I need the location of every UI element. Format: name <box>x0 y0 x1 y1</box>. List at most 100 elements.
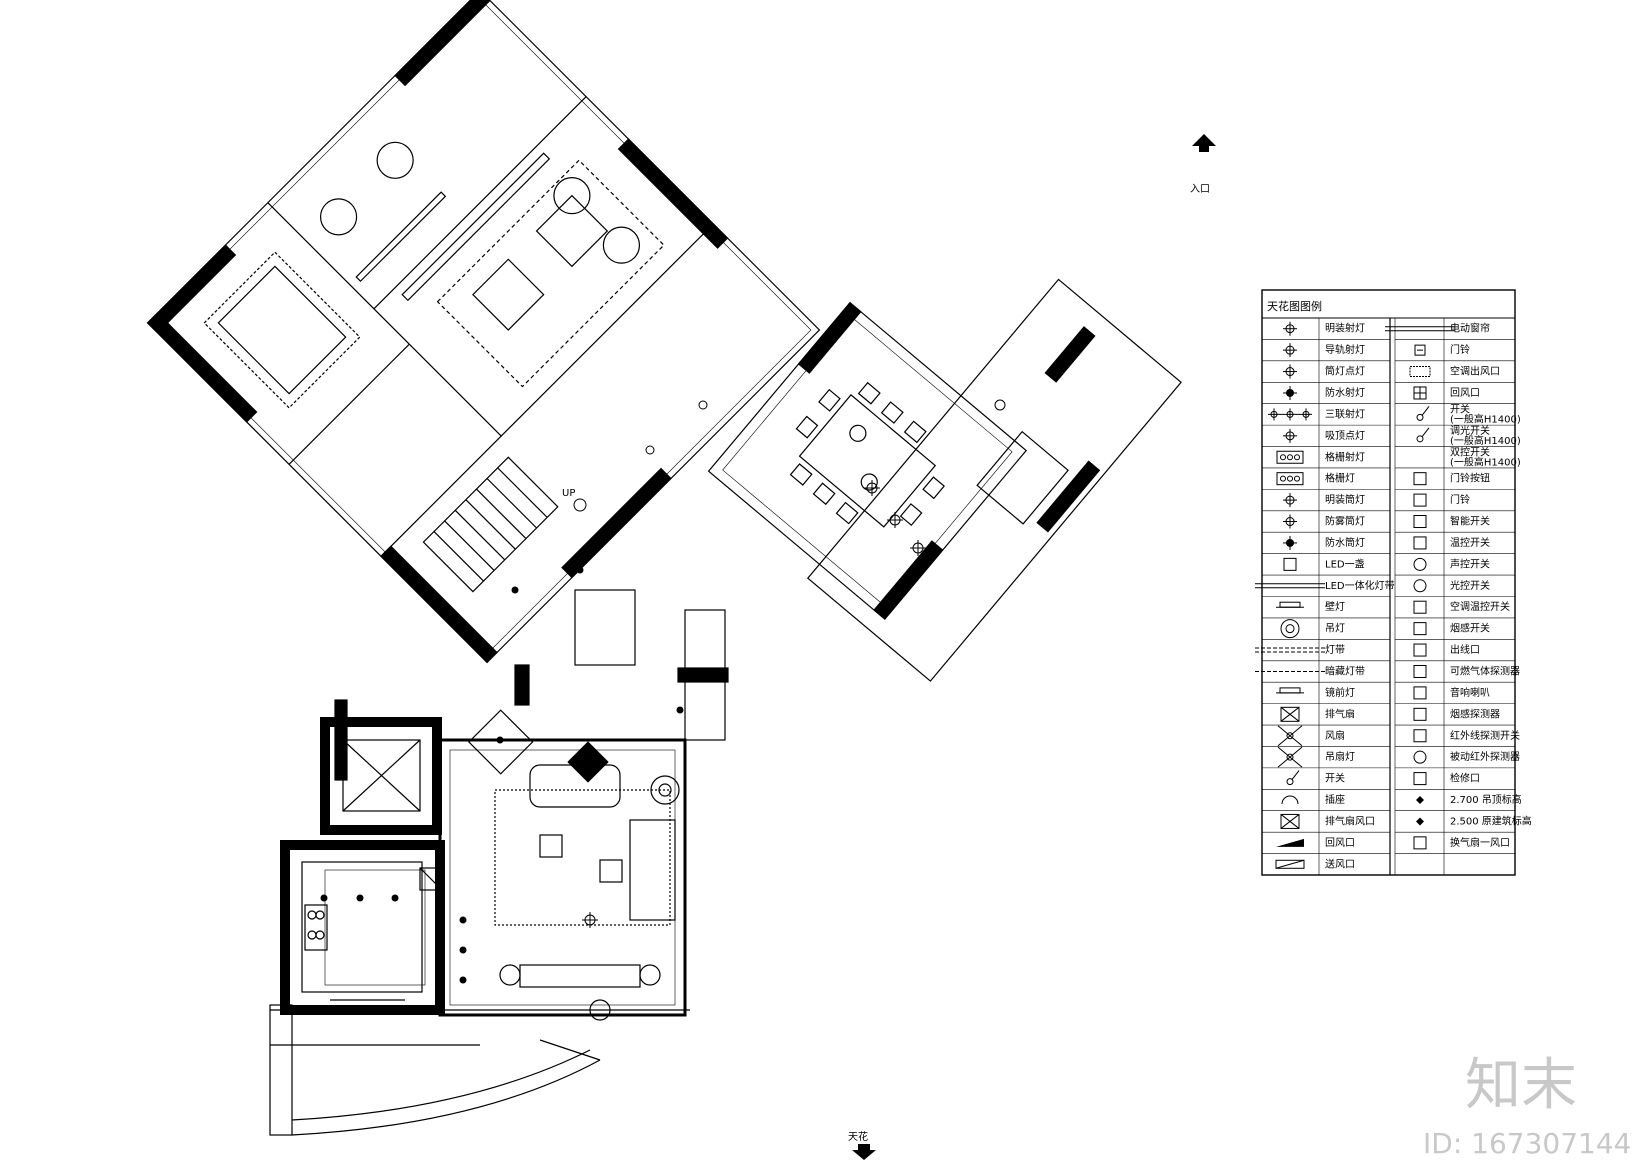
box-g-icon <box>1413 664 1427 678</box>
wall-segment <box>617 138 729 249</box>
watermark-id: ID: 167307144 <box>1423 1127 1631 1160</box>
legend-label: 音响喇叭 <box>1450 686 1490 699</box>
legend-label: 烟感探测器 <box>1450 707 1500 720</box>
legend-row-left-0: 明装射灯 <box>1262 318 1390 340</box>
wall-segment <box>677 667 729 683</box>
level-1-icon <box>1416 796 1424 805</box>
legend-label: 双控开关(一般高H1400) <box>1450 445 1521 468</box>
spot-light-icon <box>1283 514 1297 529</box>
legend-label: 调光开关(一般高H1400) <box>1450 424 1521 447</box>
legend-label: 回风口 <box>1325 837 1355 849</box>
north-arrow-label: 入口 <box>1190 184 1210 195</box>
legend-label: 插座 <box>1325 793 1345 806</box>
spot-light-icon <box>1283 321 1297 336</box>
legend-row-right-9: 智能开关 <box>1395 510 1515 533</box>
dining-table <box>798 394 937 528</box>
south-arrow-label: 天花 <box>848 1130 868 1143</box>
legend-row-left-9: 防雾筒灯 <box>1262 510 1390 533</box>
watermark-logo: 知末 <box>1465 1053 1577 1118</box>
legend-row-left-21: 开关 <box>1262 767 1390 790</box>
legend-label: 出线口 <box>1450 643 1480 656</box>
legend-table: 天花图图例 明装射灯导轨射灯筒灯点灯防水射灯三联射灯吸顶点灯格栅射灯格栅灯明装筒… <box>1255 289 1532 876</box>
box-down-icon <box>1413 772 1427 786</box>
legend-row-right-15: 出线口 <box>1395 639 1515 662</box>
south-arrow: 天花 <box>848 1130 876 1160</box>
stair-up-label: UP <box>562 488 575 499</box>
circle-ir-icon <box>1413 750 1427 764</box>
legend-label: 光控开关 <box>1450 579 1490 592</box>
legend-label: 吊扇灯 <box>1325 750 1355 763</box>
wall-segment <box>146 312 258 423</box>
south-block <box>269 589 729 1136</box>
dining-chairs <box>789 381 945 527</box>
legend-row-right-24: 换气扇一风口 <box>1395 832 1515 854</box>
wall-lamp-icon <box>1276 601 1304 608</box>
legend-label: LED一体化灯带 <box>1325 579 1395 592</box>
box-circle-icon <box>1413 622 1427 636</box>
switch-1-icon <box>1416 406 1430 421</box>
legend-label: 防雾筒灯 <box>1325 515 1365 528</box>
wall-segment <box>380 545 498 664</box>
legend-label: 壁灯 <box>1325 600 1345 613</box>
legend-row-right-23: 2.500 原建筑标高 <box>1395 810 1532 833</box>
legend-row-left-20: 吊扇灯 <box>1262 746 1390 769</box>
legend-row-left-3: 防水射灯 <box>1262 382 1390 404</box>
legend-label: 烟感开关 <box>1450 622 1490 635</box>
wall-segment <box>334 699 348 781</box>
legend-label: 声控开关 <box>1450 557 1490 570</box>
curved-balcony <box>291 1059 601 1136</box>
legend-row-right-25 <box>1395 853 1515 876</box>
legend-label: 导轨射灯 <box>1325 343 1365 356</box>
living-room-walls <box>438 738 687 1017</box>
legend-label: 筒灯点灯 <box>1325 365 1365 378</box>
legend-row-right-17: 音响喇叭 <box>1395 682 1515 704</box>
grid-box-icon <box>1413 386 1427 400</box>
legend-row-right-10: 温控开关 <box>1395 532 1515 554</box>
legend-row-left-23: 排气扇风口 <box>1262 810 1390 833</box>
legend-row-left-22: 插座 <box>1262 789 1390 812</box>
legend-row-right-12: 光控开关 <box>1395 575 1515 597</box>
legend-label: 镜前灯 <box>1325 686 1355 699</box>
box-sp-icon <box>1413 686 1427 700</box>
legend-label: 2.500 原建筑标高 <box>1450 814 1532 827</box>
dash-double-icon <box>1255 647 1325 653</box>
box-l-icon <box>1413 643 1427 657</box>
dining-room <box>707 301 1028 620</box>
sofa <box>529 764 621 808</box>
legend-label: 电动窗帘 <box>1450 322 1490 335</box>
legend-row-right-0: 电动窗帘 <box>1385 318 1515 340</box>
legend-row-left-13: 壁灯 <box>1262 596 1390 619</box>
legend-label: 灯带 <box>1325 644 1345 656</box>
legend-label: 排气扇 <box>1325 707 1355 720</box>
staircase <box>422 456 559 593</box>
legend-row-right-6: 双控开关(一般高H1400) <box>1395 445 1521 469</box>
up-arrow-icon <box>1192 134 1216 152</box>
legend-row-left-19: 风扇 <box>1262 725 1390 747</box>
legend-label: 空调温控开关 <box>1450 600 1510 613</box>
legend-label: 门铃按钮 <box>1450 472 1490 485</box>
spot-light-icon <box>1283 428 1297 443</box>
legend-label: 送风口 <box>1325 857 1355 870</box>
area-rug <box>494 789 671 926</box>
wedge-icon <box>1276 838 1304 847</box>
spot-light-icon <box>1283 343 1297 358</box>
curtain-icon <box>1385 326 1455 332</box>
socket-r-icon <box>1281 795 1299 805</box>
legend-label: 防水射灯 <box>1325 386 1365 399</box>
legend-label: 2.700 吊顶标高 <box>1450 793 1522 806</box>
legend-label: 明装筒灯 <box>1325 493 1365 506</box>
legend-row-right-2: 空调出风口 <box>1395 360 1515 383</box>
level-2-icon <box>1416 817 1424 826</box>
north-arrow: 入口 <box>1190 134 1216 195</box>
legend-label: 红外线探测开关 <box>1450 729 1520 742</box>
legend-row-left-24: 回风口 <box>1262 832 1390 854</box>
legend-row-right-3: 回风口 <box>1395 382 1515 404</box>
legend-row-left-7: 格栅灯 <box>1262 467 1390 490</box>
wedge-outline-icon <box>1275 859 1305 869</box>
box-ws-icon <box>1413 600 1427 614</box>
legend-label: 开关 <box>1325 772 1345 785</box>
legend-row-left-6: 格栅射灯 <box>1262 446 1390 469</box>
spot-light-icon <box>1283 493 1297 508</box>
fan-light-icon <box>1277 746 1303 768</box>
